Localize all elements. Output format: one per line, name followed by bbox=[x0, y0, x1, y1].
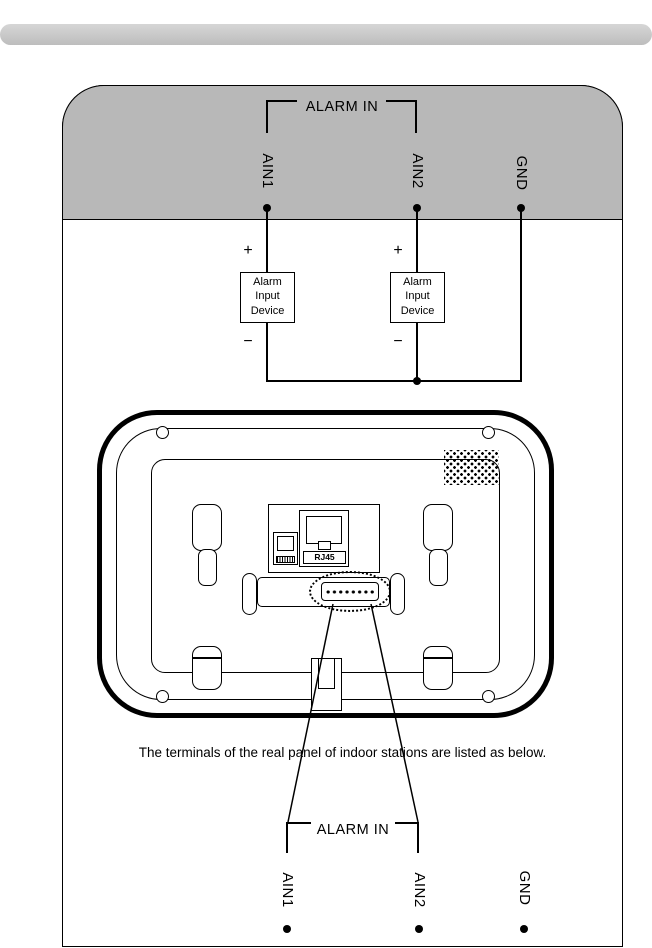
plus-sign-device2: + bbox=[393, 242, 403, 259]
terminal-dot-gnd-top bbox=[517, 204, 525, 212]
device-box-line: Alarm bbox=[403, 276, 432, 288]
terminal-label-ain1-bottom: AIN1 bbox=[279, 872, 296, 908]
caption-text: The terminals of the real panel of indoo… bbox=[138, 745, 547, 760]
wire-gnd bbox=[520, 210, 522, 382]
minus-sign-device2: − bbox=[393, 333, 403, 350]
alarm-input-device-box-1: Alarm Input Device bbox=[240, 272, 295, 323]
mounting-hook-top-left-tail bbox=[198, 549, 217, 586]
alarm-in-bracket-right-top bbox=[386, 100, 417, 133]
wire-ain2-lower bbox=[416, 322, 418, 382]
terminal-dot-ain1-top bbox=[263, 204, 271, 212]
mounting-hook-top-left bbox=[192, 504, 222, 551]
wire-ain2-upper bbox=[416, 210, 418, 273]
terminal-highlight-ellipse bbox=[309, 571, 391, 612]
terminal-label-gnd-bottom: GND bbox=[516, 870, 533, 906]
screw-icon-top-right bbox=[482, 426, 495, 439]
sd-card-slot-opening bbox=[277, 536, 294, 551]
device-box-line: Device bbox=[400, 304, 435, 317]
device-box-line: Input bbox=[255, 290, 280, 303]
hook-divider-line bbox=[193, 657, 221, 659]
mounting-hook-bottom-right bbox=[423, 646, 453, 690]
terminal-label-ain2-bottom: AIN2 bbox=[411, 872, 428, 908]
wire-ain1-lower bbox=[266, 322, 268, 382]
screw-icon-top-left bbox=[156, 426, 169, 439]
terminal-dot-gnd-bottom bbox=[520, 925, 528, 933]
mounting-hook-top-right bbox=[423, 504, 453, 551]
alarm-in-bracket-left-bottom bbox=[286, 822, 315, 853]
rj45-jack-icon bbox=[306, 516, 342, 544]
alarm-in-bracket-left-top bbox=[266, 100, 297, 133]
mounting-hook-top-right-tail bbox=[429, 549, 448, 586]
stand-clip-inner bbox=[318, 658, 335, 689]
alarm-in-bracket-right-bottom bbox=[390, 822, 419, 853]
screw-icon-bottom-right bbox=[482, 690, 495, 703]
terminal-dot-ain1-bottom bbox=[283, 925, 291, 933]
plus-sign-device1: + bbox=[243, 242, 253, 259]
wire-ain1-upper bbox=[266, 210, 268, 273]
rj45-jack-notch-icon bbox=[318, 541, 331, 550]
terminal-dot-ain2-bottom bbox=[415, 925, 423, 933]
device-box-line: Input bbox=[405, 290, 430, 303]
terminal-label-ain2-top: AIN2 bbox=[409, 153, 426, 189]
rj45-label: RJ45 bbox=[303, 551, 346, 564]
minus-sign-device1: − bbox=[243, 333, 253, 350]
wire-junction-dot bbox=[413, 377, 421, 385]
alarm-in-label-bottom: ALARM IN bbox=[311, 821, 395, 839]
alarm-in-label-top: ALARM IN bbox=[305, 99, 379, 115]
terminal-dot-ain2-top bbox=[413, 204, 421, 212]
side-slot-right bbox=[390, 573, 405, 615]
sd-card-slot-label bbox=[276, 556, 295, 563]
hook-divider-line bbox=[424, 657, 452, 659]
wire-ground-bus bbox=[266, 380, 522, 382]
alarm-input-device-box-2: Alarm Input Device bbox=[390, 272, 445, 323]
device-box-line: Device bbox=[250, 304, 285, 317]
device-box-line: Alarm bbox=[253, 276, 282, 288]
mounting-hook-bottom-left bbox=[192, 646, 222, 690]
terminal-label-ain1-top: AIN1 bbox=[259, 153, 276, 189]
screw-icon-bottom-left bbox=[156, 690, 169, 703]
side-slot-left bbox=[242, 573, 257, 615]
terminal-strip-panel bbox=[62, 85, 623, 220]
sd-card-slot-icon bbox=[273, 532, 298, 565]
terminal-label-gnd-top: GND bbox=[513, 155, 530, 191]
page-header-bar bbox=[0, 24, 652, 45]
